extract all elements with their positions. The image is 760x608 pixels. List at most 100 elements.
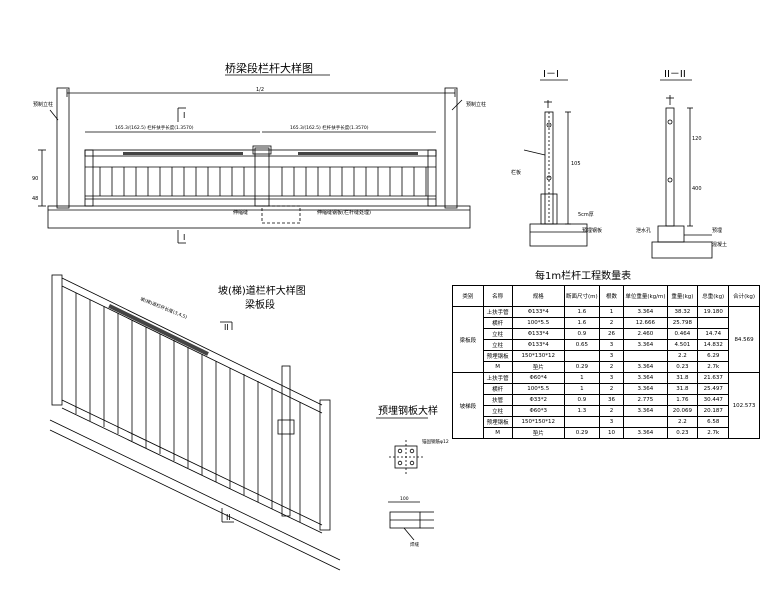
table-cell: 3 (598, 416, 625, 428)
height-dim-a: 90 (32, 176, 38, 182)
group-name-cell: 梁板段 (452, 306, 484, 373)
table-cell: 3.364 (623, 372, 668, 384)
table-cell: 0.65 (564, 339, 600, 351)
section1-dim: 105 (571, 161, 581, 167)
table-cell: 36 (598, 394, 625, 406)
table-cell: 垫片 (511, 361, 566, 373)
table-cell: Φ133*4 (511, 339, 566, 351)
plate-dim: 100 (400, 496, 409, 502)
table-cell: 预埋钢板 (482, 416, 513, 428)
slope-railing-elevation: 坡(梯)道栏杆大样图 梁板段 坡(梯)道栏杆长度(3,4,5) (49, 274, 341, 571)
table-cell (564, 350, 600, 362)
table-cell: 1 (564, 372, 600, 384)
table-cell: 31.8 (666, 383, 699, 395)
table-cell: 3.364 (623, 339, 668, 351)
table-cell: 1 (564, 383, 600, 395)
elevation-title: 桥梁段栏杆大样图 (225, 61, 313, 75)
table-cell: 1.76 (666, 394, 699, 406)
joint-note: 伸缩缝钢板(栏杆缝处理) (317, 209, 371, 216)
table-header-cell: 单位重量(kg/m) (623, 285, 668, 307)
panel-dim-left: 165.3/(162.5) 栏杆扶手长度(1.3570) (115, 124, 194, 131)
table-cell: 25.497 (697, 383, 730, 395)
slope-rail-note: 坡(梯)道栏杆长度(3,4,5) (139, 295, 188, 320)
table-header-cell: 总重(kg) (697, 285, 730, 307)
table-cell: 立柱 (482, 328, 513, 340)
section-1: I－I 105 栏板 5cm厚 预埋钢板 (511, 69, 602, 247)
table-cell: 2.7k (697, 427, 730, 439)
embedded-plate-detail: 预埋钢板大样 锚固钢筋φ12 100 焊缝 (376, 404, 449, 548)
table-cell: M (482, 427, 513, 439)
table-cell: 3.364 (623, 306, 668, 318)
table-cell: 2 (598, 383, 625, 395)
table-cell: Φ33*2 (511, 394, 566, 406)
table-cell: Φ60*3 (511, 405, 566, 417)
table-cell: 3 (598, 350, 625, 362)
section2-note-b: 混凝土 (712, 241, 727, 248)
table-cell: 6.58 (697, 416, 730, 428)
slope-middle-post (281, 365, 291, 517)
table-cell: 31.8 (666, 372, 699, 384)
table-cell: 立柱 (482, 339, 513, 351)
table-cell: 150*150*12 (511, 416, 566, 428)
plate-weld-note: 焊缝 (410, 541, 419, 548)
table-header-cell: 名称 (482, 285, 513, 307)
table-cell: 20.187 (697, 405, 730, 417)
plate-title: 预埋钢板大样 (378, 404, 438, 417)
table-cell: Φ133*4 (511, 328, 566, 340)
table-cell: 上扶手管 (482, 372, 513, 384)
table-cell: 2.2 (666, 350, 699, 362)
table-cell: 立柱 (482, 405, 513, 417)
slope-subtitle: 梁板段 (245, 298, 275, 311)
panel-dim-right: 165.3/(162.5) 栏杆扶手长度(1.3570) (290, 124, 369, 131)
table-cell: 上扶手管 (482, 306, 513, 318)
table-cell: 扶管 (482, 394, 513, 406)
table-cell: 0.23 (666, 361, 699, 373)
table-cell: 26 (598, 328, 625, 340)
section2-title: II－II (664, 69, 686, 80)
table-cell: 4.501 (666, 339, 699, 351)
center-post (254, 147, 270, 207)
table-cell: 0.9 (564, 328, 600, 340)
section2-dim-a: 120 (692, 136, 702, 142)
post-note: 伸缩缝 (233, 209, 248, 216)
group-total-cell: 84.569 (728, 306, 760, 373)
table-cell: 2 (598, 317, 625, 329)
group-name-cell: 坡梯段 (452, 372, 484, 439)
table-header-cell: 类别 (452, 285, 484, 307)
table-cell: 1.6 (564, 306, 600, 318)
table-cell: 14.74 (697, 328, 730, 340)
cut-mark-top: I (183, 111, 185, 120)
table-cell: 0.29 (564, 361, 600, 373)
slope-title: 坡(梯)道栏杆大样图 (218, 284, 306, 297)
bridge-deck (47, 205, 471, 229)
table-header-cell: 合计(kg) (728, 285, 760, 307)
table-cell: 0.29 (564, 427, 600, 439)
section2-dim-b: 400 (692, 186, 702, 192)
table-title: 每1m栏杆工程数量表 (535, 269, 631, 282)
table-cell: 0.9 (564, 394, 600, 406)
section1-rail-note: 栏板 (511, 169, 521, 176)
table-cell: 20.069 (666, 405, 699, 417)
table-cell: 1.6 (564, 317, 600, 329)
table-cell: 2.775 (623, 394, 668, 406)
section1-base-note: 5cm厚 (578, 212, 594, 218)
table-cell: 25.798 (666, 317, 699, 329)
table-cell: 100*5.5 (511, 317, 566, 329)
table-cell: 3 (598, 339, 625, 351)
table-cell: 10 (598, 427, 625, 439)
table-cell: 0.464 (666, 328, 699, 340)
height-dim-b: 48 (32, 196, 38, 202)
table-cell: 2.460 (623, 328, 668, 340)
slope-cut-top: II (224, 323, 229, 332)
table-cell: 38.32 (666, 306, 699, 318)
table-cell: 3.364 (623, 383, 668, 395)
